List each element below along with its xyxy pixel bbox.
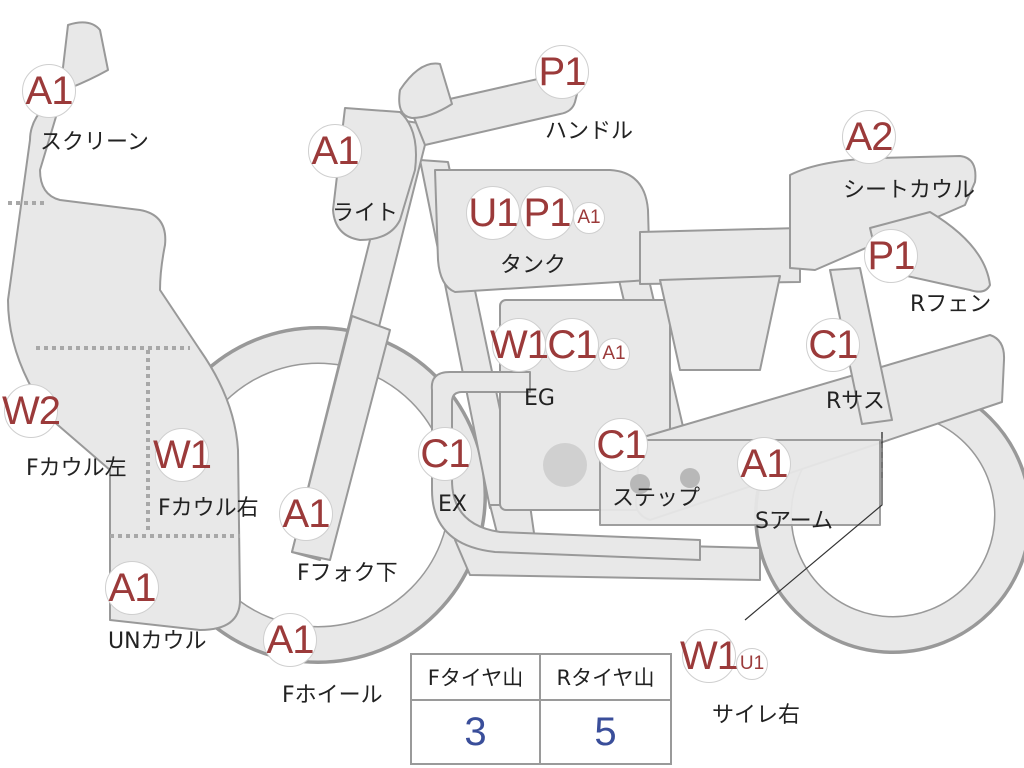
- tank-badge-1: U1: [466, 186, 520, 240]
- r-suspension-badge-1: C1: [806, 318, 860, 372]
- front-tire-header: Fタイヤ山: [412, 655, 541, 701]
- rear-tire-value: 5: [594, 709, 617, 754]
- handlebar: [398, 62, 579, 146]
- handle-label: ハンドル: [545, 119, 634, 144]
- f-cowl-right-badge-1: W1: [153, 428, 212, 482]
- step-label: ステップ: [612, 486, 701, 511]
- seat-cowl-badge-1: A2: [842, 110, 896, 164]
- engine-badge-3: A1: [598, 338, 630, 370]
- seat-shape: [639, 227, 801, 285]
- swing-arm-badge-1: A1: [737, 437, 791, 491]
- silencer-right-badge-1: W1: [680, 629, 739, 683]
- engine-badge-1: W1: [490, 318, 549, 372]
- r-fender-label: Rフェン: [910, 292, 992, 317]
- tank-badge-3: A1: [573, 202, 605, 234]
- engine-label: EG: [524, 386, 555, 411]
- under-cowl-label: UNカウル: [108, 629, 207, 654]
- exhaust-label: EX: [438, 492, 467, 517]
- exhaust-pipe: [430, 371, 701, 561]
- light-badge-1: A1: [308, 124, 362, 178]
- r-suspension-label: Rサス: [826, 389, 885, 414]
- tank-label: タンク: [500, 253, 567, 278]
- silencer-right-label: サイレ右: [712, 703, 801, 728]
- r-fender-badge-1: P1: [864, 229, 918, 283]
- f-cowl-left-label: Fカウル左: [26, 456, 127, 481]
- screen-badge-1: A1: [22, 64, 76, 118]
- swing-arm-label: Sアーム: [755, 509, 833, 534]
- f-cowl-left-badge-1: W2: [2, 384, 61, 438]
- engine-badge-2: C1: [545, 318, 599, 372]
- under-cowl-badge-1: A1: [105, 561, 159, 615]
- f-wheel-label: Fホイール: [282, 683, 383, 708]
- f-cowl-right-label: Fカウル右: [158, 496, 259, 521]
- tire-tread-table: Fタイヤ山 Rタイヤ山 3 5: [410, 653, 672, 765]
- step-badge-1: C1: [594, 418, 648, 472]
- exhaust-badge-1: C1: [418, 427, 472, 481]
- tank-badge-2: P1: [520, 186, 574, 240]
- light-label: ライト: [332, 201, 399, 226]
- f-fork-lower-badge-1: A1: [279, 487, 333, 541]
- f-wheel-badge-1: A1: [263, 613, 317, 667]
- seat-cowl-shape: [789, 155, 977, 271]
- rear-tire-header: Rタイヤ山: [541, 655, 670, 701]
- handle-badge-1: P1: [535, 45, 589, 99]
- f-fork-lower-label: Fフォク下: [297, 561, 398, 586]
- front-tire-value: 3: [412, 701, 541, 763]
- screen-label: スクリーン: [40, 130, 149, 155]
- seat-cowl-label: シートカウル: [843, 178, 976, 203]
- silencer-right-badge-2: U1: [736, 648, 768, 680]
